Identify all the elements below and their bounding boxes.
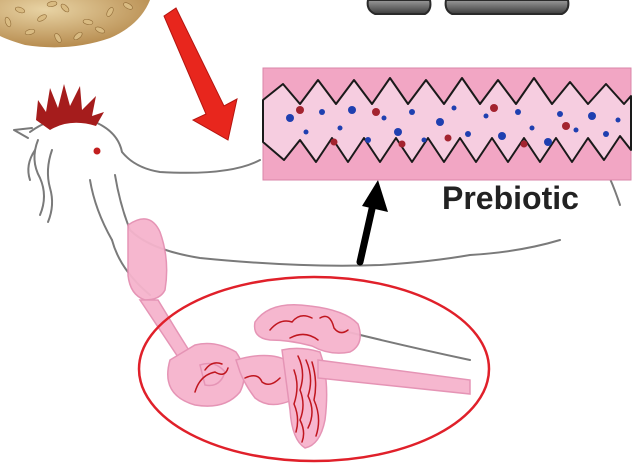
prebiotic-label: Prebiotic (442, 180, 579, 217)
intestine-lumen-inset (263, 68, 631, 180)
flow-arrow-icon (360, 180, 388, 262)
eye-icon (94, 148, 101, 155)
comb-icon (36, 84, 104, 130)
feed-arrow-icon (164, 8, 237, 140)
grain-pile-icon (0, 0, 150, 47)
capsule-pair-icon (368, 0, 569, 14)
